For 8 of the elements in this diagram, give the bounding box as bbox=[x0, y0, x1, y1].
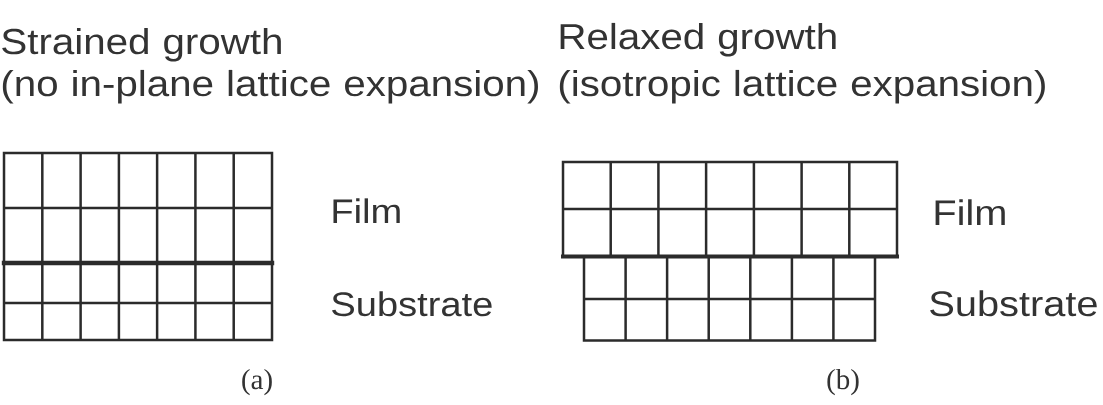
layer-label: Substrate bbox=[332, 291, 492, 317]
panel-heading: Strained growth (no in-plane lattice expansion) bbox=[2, 27, 538, 104]
panel-label: (b) bbox=[827, 368, 859, 396]
layer-label: Substrate bbox=[930, 290, 1097, 317]
panel-label: (a) bbox=[242, 368, 272, 396]
panel-heading: Relaxed growth (isotropic lattice expansion) bbox=[559, 22, 1045, 104]
layer-label: Film bbox=[333, 198, 400, 223]
layer-label: Film bbox=[935, 199, 1005, 225]
